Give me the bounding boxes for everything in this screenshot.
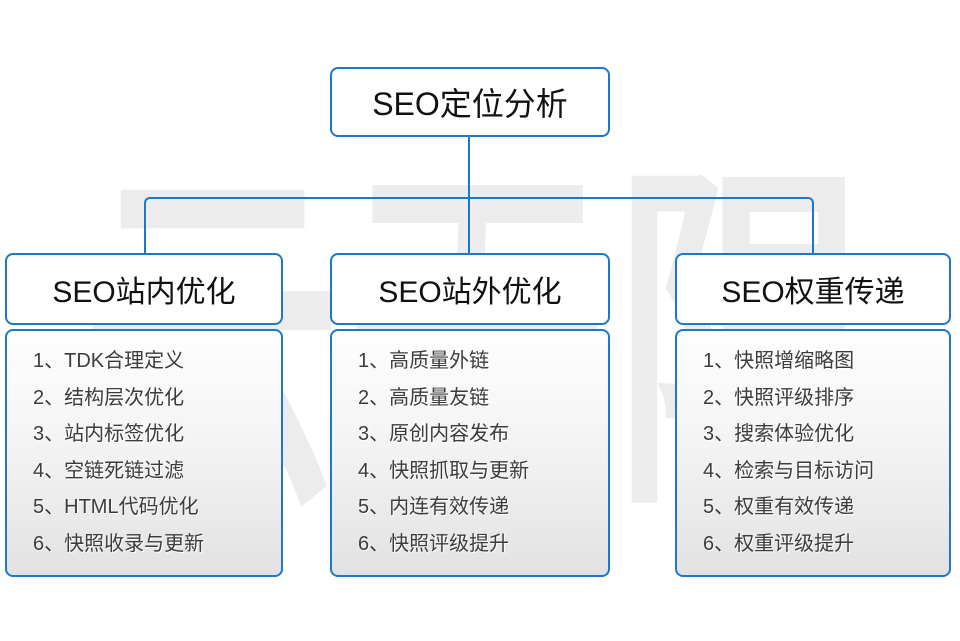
list-item: 6、快照评级提升 [358, 532, 510, 555]
list-item: 1、TDK合理定义 [33, 350, 185, 372]
list-item: 4、快照抓取与更新 [358, 459, 530, 482]
list-item: 5、HTML代码优化 [33, 496, 199, 518]
list-item: 3、搜索体验优化 [703, 423, 855, 445]
root-node-label: SEO定位分析 [372, 86, 568, 122]
connector-root-stem [468, 137, 470, 198]
list-panel-offsite: 1、高质量外链 2、高质量友链 3、原创内容发布 4、快照抓取与更新 5、内连有… [330, 329, 610, 577]
list-item: 5、内连有效传递 [358, 496, 510, 518]
list-item: 3、原创内容发布 [358, 423, 510, 445]
branch-header-onsite: SEO站内优化 [5, 253, 283, 325]
connector-right-branch [468, 197, 814, 253]
list-item: 2、结构层次优化 [33, 386, 185, 409]
root-node: SEO定位分析 [330, 67, 610, 137]
branch-header-offsite: SEO站外优化 [330, 253, 610, 325]
connector-center-drop [468, 197, 470, 253]
branch-header-onsite-label: SEO站内优化 [52, 276, 236, 309]
branch-header-weight: SEO权重传递 [675, 253, 951, 325]
list-item: 2、快照评级排序 [703, 386, 855, 409]
list-item: 6、快照收录与更新 [33, 532, 205, 555]
list-item: 3、站内标签优化 [33, 423, 185, 445]
list-item: 2、高质量友链 [358, 386, 490, 409]
list-item: 1、快照增缩略图 [703, 350, 855, 372]
list-item: 4、检索与目标访问 [703, 459, 875, 482]
list-panel-weight: 1、快照增缩略图 2、快照评级排序 3、搜索体验优化 4、检索与目标访问 5、权… [675, 329, 951, 577]
list-item: 4、空链死链过滤 [33, 459, 185, 482]
branch-header-offsite-label: SEO站外优化 [378, 276, 562, 309]
list-item: 1、高质量外链 [358, 350, 490, 372]
list-item: 5、权重有效传递 [703, 496, 855, 518]
list-panel-onsite: 1、TDK合理定义 2、结构层次优化 3、站内标签优化 4、空链死链过滤 5、H… [5, 329, 283, 577]
list-item: 6、权重评级提升 [703, 532, 855, 555]
branch-header-weight-label: SEO权重传递 [721, 276, 905, 309]
connector-left-branch [144, 197, 469, 253]
